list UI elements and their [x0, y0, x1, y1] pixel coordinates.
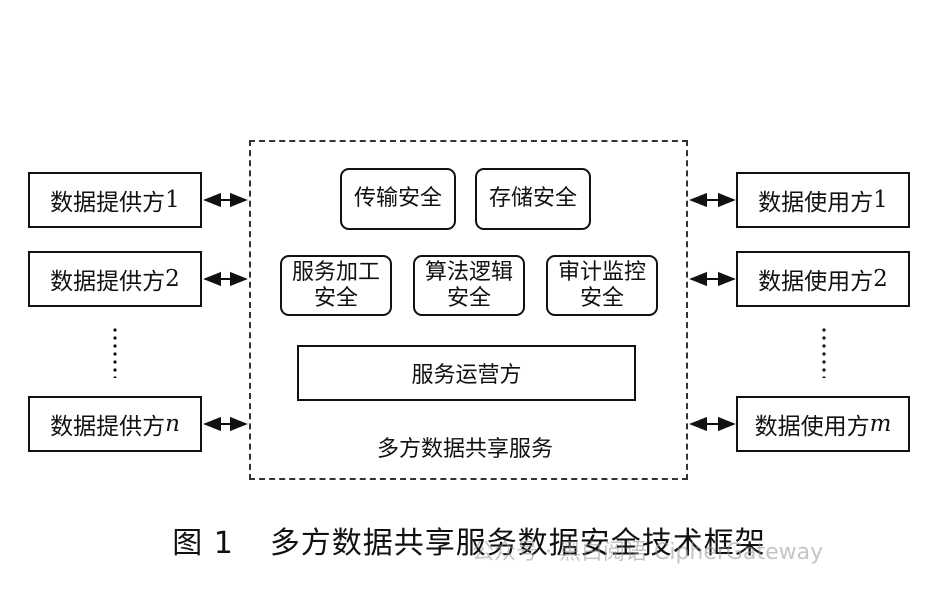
- consumer-ellipsis: [822, 326, 826, 378]
- algorithm-logic-line2: 安全: [446, 285, 491, 311]
- frame-label: 多方数据共享服务: [377, 437, 554, 462]
- service-operator-label: 服务运营方: [411, 363, 522, 388]
- provider-suffix: n: [165, 411, 180, 437]
- consumer-suffix: 2: [873, 266, 888, 292]
- consumer-suffix: m: [869, 411, 892, 437]
- service-processing-line1: 服务加工: [291, 259, 380, 285]
- figure-title: 多方数据共享服务数据安全技术框架: [269, 526, 766, 561]
- audit-monitoring-line1: 审计监控: [557, 259, 646, 285]
- consumer-label: 数据使用方: [754, 414, 870, 440]
- algorithm-logic-line1: 算法逻辑: [424, 259, 513, 285]
- audit-monitoring-security-box: 审计监控 安全: [546, 255, 658, 316]
- consumer-suffix: 1: [873, 187, 888, 213]
- watermark-text: 公众号 · 黑白阅语 CipherGateway: [472, 540, 824, 565]
- audit-monitoring-line2: 安全: [579, 285, 624, 311]
- consumer-label: 数据使用方: [758, 190, 874, 216]
- consumer-label: 数据使用方: [758, 269, 874, 295]
- algorithm-logic-security-box: 算法逻辑 安全: [413, 255, 525, 316]
- transmission-security-box: 传输安全: [340, 168, 456, 230]
- service-processing-line2: 安全: [313, 285, 358, 311]
- provider-suffix: 1: [165, 187, 180, 213]
- storage-security-box: 存储安全: [475, 168, 591, 230]
- provider-label: 数据提供方: [50, 269, 166, 295]
- storage-security-label: 存储安全: [488, 186, 577, 211]
- provider-ellipsis: [113, 326, 117, 378]
- provider-label: 数据提供方: [50, 414, 166, 440]
- transmission-security-label: 传输安全: [353, 186, 442, 211]
- figure-caption: 图 1 多方数据共享服务数据安全技术框架: [0, 518, 938, 562]
- figure-number: 图 1: [172, 526, 234, 561]
- provider-label: 数据提供方: [50, 190, 166, 216]
- provider-suffix: 2: [165, 266, 180, 292]
- shared-service-frame: [249, 140, 688, 480]
- service-processing-security-box: 服务加工 安全: [280, 255, 392, 316]
- service-operator-box: 服务运营方: [297, 345, 636, 401]
